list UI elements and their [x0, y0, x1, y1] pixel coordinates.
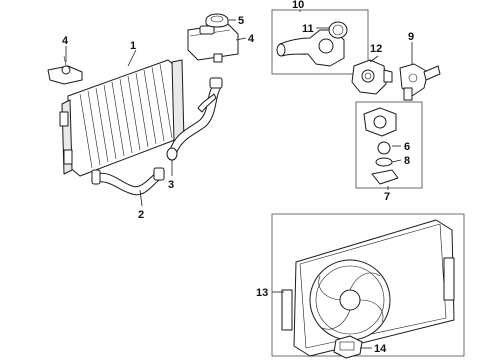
callout-10: 10 — [292, 0, 304, 11]
coolant-reservoir — [187, 23, 239, 63]
mount-bracket — [47, 55, 83, 85]
callout-5: 5 — [238, 15, 244, 27]
thermostat-group-box — [355, 101, 423, 189]
fan-shroud-group-box — [271, 213, 465, 357]
callout-13: 13 — [256, 287, 268, 299]
radiator — [59, 59, 185, 177]
callout-6: 6 — [404, 141, 410, 153]
reservoir-cap — [205, 13, 229, 28]
coolant-outlet-12 — [351, 59, 393, 95]
lower-hose — [91, 167, 165, 196]
callout-8: 8 — [404, 155, 410, 167]
fan-module — [333, 335, 363, 359]
callout-2: 2 — [138, 209, 144, 221]
callout-11: 11 — [302, 23, 314, 35]
housing-group-box — [271, 9, 369, 75]
callout-4-left: 4 — [62, 35, 69, 47]
leader-lines — [65, 10, 413, 349]
callout-12: 12 — [370, 43, 382, 55]
callout-3: 3 — [168, 179, 174, 191]
callout-9: 9 — [408, 31, 414, 43]
callout-14: 14 — [374, 343, 387, 355]
coolant-fitting-9 — [399, 63, 441, 101]
upper-hose — [166, 77, 223, 161]
callout-7: 7 — [384, 191, 390, 203]
callout-4-right: 4 — [248, 33, 255, 45]
callout-1: 1 — [130, 40, 136, 52]
